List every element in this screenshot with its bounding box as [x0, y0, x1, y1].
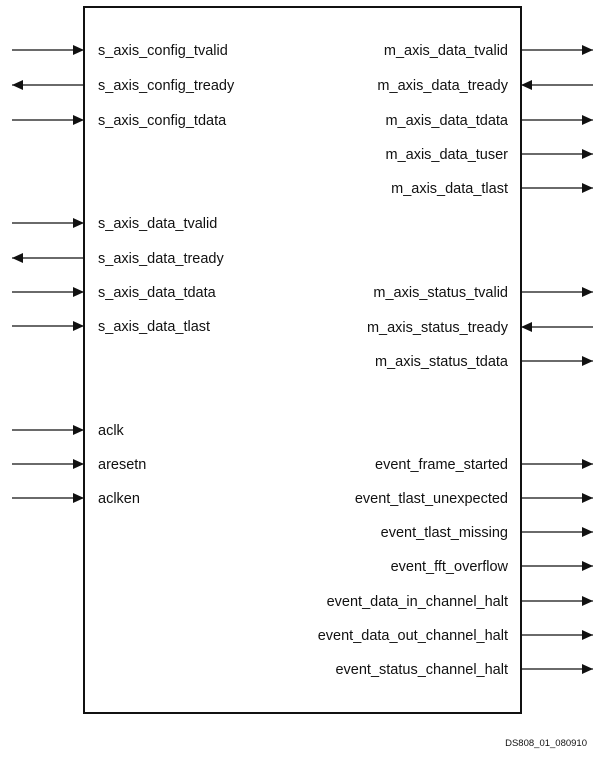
port-label: s_axis_data_tready [98, 251, 224, 267]
arrowhead-icon [73, 321, 84, 331]
port-label: s_axis_config_tdata [98, 113, 227, 129]
arrowhead-icon [73, 287, 84, 297]
port-label: aclken [98, 491, 140, 507]
port-event-status-channel-halt: event_status_channel_halt [335, 662, 593, 678]
arrowhead-icon [582, 493, 593, 503]
arrowhead-icon [582, 115, 593, 125]
port-label: event_tlast_missing [381, 525, 508, 541]
port-label: m_axis_data_tvalid [384, 43, 508, 59]
arrowhead-icon [521, 80, 532, 90]
port-label: event_tlast_unexpected [355, 491, 508, 507]
port-m-axis-data-tuser: m_axis_data_tuser [385, 147, 593, 163]
port-label: event_frame_started [375, 457, 508, 473]
arrowhead-icon [582, 356, 593, 366]
port-m-axis-data-tready: m_axis_data_tready [377, 78, 593, 94]
port-label: m_axis_status_tready [367, 320, 509, 336]
port-label: m_axis_status_tvalid [373, 285, 508, 301]
arrowhead-icon [73, 218, 84, 228]
port-label: event_fft_overflow [391, 559, 509, 575]
port-aresetn: aresetn [12, 457, 146, 473]
arrowhead-icon [582, 149, 593, 159]
arrowhead-icon [582, 561, 593, 571]
port-event-tlast-missing: event_tlast_missing [381, 525, 593, 541]
port-label: m_axis_data_tuser [385, 147, 508, 163]
port-label: event_data_in_channel_halt [327, 594, 508, 610]
port-label: s_axis_config_tvalid [98, 43, 228, 59]
port-s-axis-data-tlast: s_axis_data_tlast [12, 319, 210, 335]
port-label: m_axis_data_tlast [391, 181, 508, 197]
port-label: m_axis_status_tdata [375, 354, 509, 370]
port-m-axis-data-tlast: m_axis_data_tlast [391, 181, 593, 197]
core-block [83, 6, 522, 714]
port-m-axis-data-tdata: m_axis_data_tdata [385, 113, 593, 129]
figure-id: DS808_01_080910 [505, 738, 587, 749]
port-m-axis-status-tdata: m_axis_status_tdata [375, 354, 593, 370]
arrowhead-icon [582, 630, 593, 640]
port-label: aresetn [98, 457, 146, 473]
arrowhead-icon [73, 115, 84, 125]
port-s-axis-config-tvalid: s_axis_config_tvalid [12, 43, 228, 59]
port-event-data-out-channel-halt: event_data_out_channel_halt [318, 628, 593, 644]
arrowhead-icon [582, 45, 593, 55]
arrowhead-icon [12, 80, 23, 90]
arrowhead-icon [582, 183, 593, 193]
arrowhead-icon [73, 459, 84, 469]
arrowhead-icon [73, 493, 84, 503]
port-aclken: aclken [12, 491, 140, 507]
port-label: s_axis_config_tready [98, 78, 235, 94]
port-m-axis-data-tvalid: m_axis_data_tvalid [384, 43, 593, 59]
arrowhead-icon [582, 527, 593, 537]
right-port-group: m_axis_data_tvalid m_axis_data_tready m_ax… [318, 43, 593, 678]
port-s-axis-config-tready: s_axis_config_tready [12, 78, 235, 94]
port-s-axis-data-tdata: s_axis_data_tdata [12, 285, 217, 301]
arrowhead-icon [521, 322, 532, 332]
port-m-axis-status-tvalid: m_axis_status_tvalid [373, 285, 593, 301]
left-port-group: s_axis_config_tvalid s_axis_config_tready… [12, 43, 235, 507]
port-label: s_axis_data_tvalid [98, 216, 217, 232]
port-m-axis-status-tready: m_axis_status_tready [367, 320, 593, 336]
arrowhead-icon [582, 664, 593, 674]
port-label: s_axis_data_tdata [98, 285, 217, 301]
port-aclk: aclk [12, 423, 125, 439]
port-label: m_axis_data_tready [377, 78, 508, 94]
port-event-data-in-channel-halt: event_data_in_channel_halt [327, 594, 593, 610]
port-event-fft-overflow: event_fft_overflow [391, 559, 593, 575]
arrowhead-icon [73, 45, 84, 55]
port-label: aclk [98, 423, 125, 439]
port-event-tlast-unexpected: event_tlast_unexpected [355, 491, 593, 507]
arrowhead-icon [582, 596, 593, 606]
port-event-frame-started: event_frame_started [375, 457, 593, 473]
port-label: event_data_out_channel_halt [318, 628, 508, 644]
port-label: m_axis_data_tdata [385, 113, 508, 129]
port-label: s_axis_data_tlast [98, 319, 210, 335]
arrowhead-icon [582, 459, 593, 469]
port-s-axis-data-tvalid: s_axis_data_tvalid [12, 216, 217, 232]
arrowhead-icon [73, 425, 84, 435]
arrowhead-icon [12, 253, 23, 263]
port-s-axis-config-tdata: s_axis_config_tdata [12, 113, 227, 129]
port-s-axis-data-tready: s_axis_data_tready [12, 251, 224, 267]
port-label: event_status_channel_halt [335, 662, 508, 678]
arrowhead-icon [582, 287, 593, 297]
